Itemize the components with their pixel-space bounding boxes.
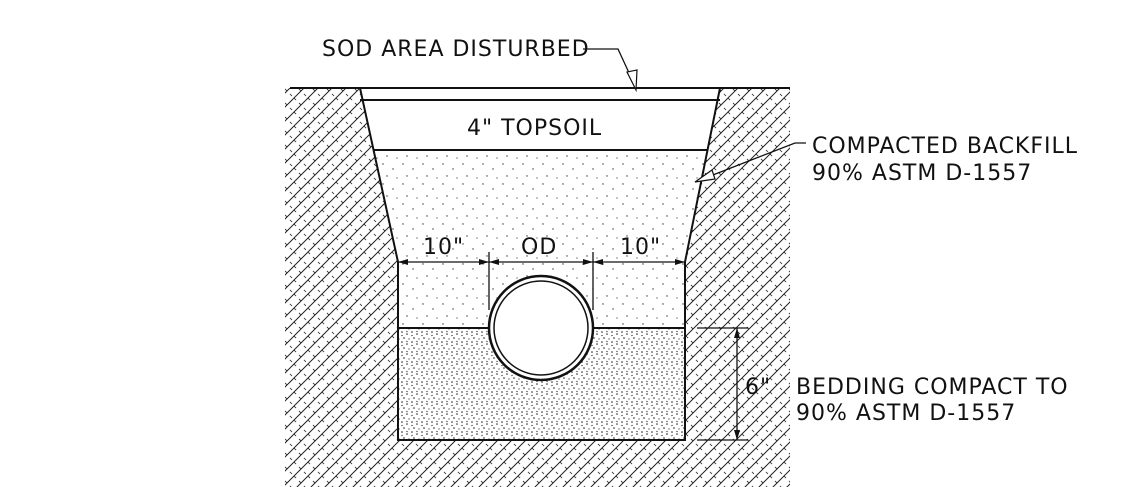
bedding-dim-label: 6" (745, 375, 771, 400)
dim-left-label: 10" (423, 235, 464, 260)
sod-leader (583, 48, 637, 89)
native-soil-hatch (285, 88, 790, 487)
bedding-label-line1: BEDDING COMPACT TO (796, 375, 1069, 400)
sod-leader-arrow (626, 69, 638, 93)
pipe-inner (493, 280, 589, 376)
sod-label: SOD AREA DISTURBED (322, 37, 590, 62)
backfill-leader-arrow (694, 169, 716, 183)
backfill-leader (699, 142, 806, 181)
backfill-label-line1: COMPACTED BACKFILL (812, 134, 1078, 159)
bedding-label-line2: 90% ASTM D-1557 (796, 401, 1016, 426)
topsoil-label: 4" TOPSOIL (467, 116, 602, 141)
dim-od-label: OD (521, 235, 557, 260)
backfill-label-line2: 90% ASTM D-1557 (812, 161, 1032, 186)
dim-right-label: 10" (620, 235, 661, 260)
backfill-fill (374, 151, 707, 328)
